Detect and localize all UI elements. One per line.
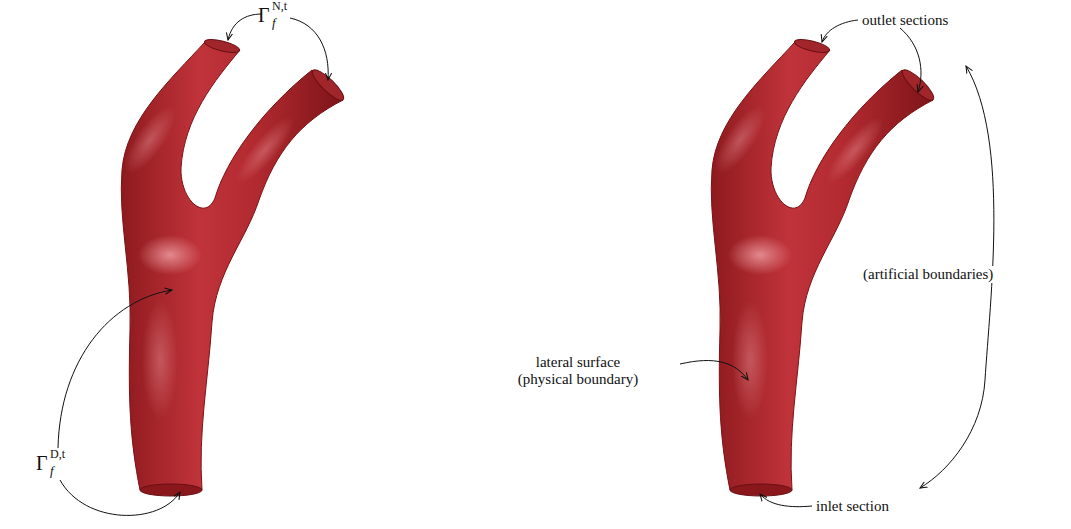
gamma-symbol: Γ <box>258 4 270 26</box>
gamma-symbol: Γ <box>36 452 48 474</box>
subscript: f <box>50 464 54 478</box>
boundary-label: (artificial boundaries) <box>860 266 996 283</box>
boundary-label: outlet sections <box>862 12 948 29</box>
boundary-label: lateral surface (physical boundary) <box>508 354 648 387</box>
leader-lines <box>58 14 994 515</box>
superscript: N,t <box>272 0 287 13</box>
superscript: D,t <box>50 448 65 461</box>
subscript: f <box>272 16 276 30</box>
boundary-label: inlet section <box>816 498 889 515</box>
